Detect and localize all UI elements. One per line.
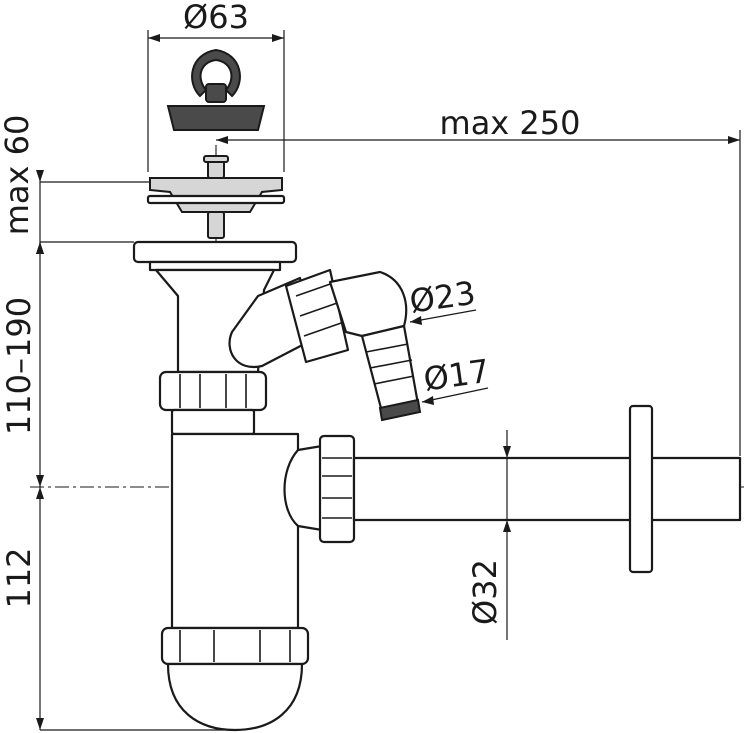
stopper-ring [191, 48, 241, 98]
bottom-nut [160, 626, 310, 666]
dim-inlet-diameter-label: Ø23 [407, 274, 478, 321]
side-inlet [228, 268, 422, 422]
dim-hose-diameter: Ø17 [421, 352, 492, 405]
upper-nut [158, 370, 268, 436]
bottom-bowl [160, 626, 310, 732]
stopper-plug [166, 48, 266, 131]
trap-bottle [170, 432, 300, 630]
outlet-pipe [318, 404, 742, 574]
strainer-assembly [146, 155, 286, 239]
dim-max-height: max 60 [0, 115, 150, 254]
dim-max-length: max 250 [216, 104, 741, 456]
trap-body [170, 432, 324, 630]
wall-rosette [628, 404, 654, 574]
outlet-pipe-tube [352, 456, 742, 522]
dim-bottom-height: 112 [0, 487, 232, 731]
dim-hose-diameter-label: Ø17 [421, 352, 492, 399]
dim-inlet-diameter: Ø23 [407, 274, 478, 325]
trap-side-neck [283, 444, 324, 532]
dim-height-range: 110–190 [0, 242, 44, 487]
dim-height-range-label: 110–190 [0, 297, 38, 435]
dim-bottom-height-label: 112 [0, 547, 38, 608]
dim-max-length-label: max 250 [440, 104, 581, 142]
outlet-nut [318, 434, 356, 544]
dim-top-diameter-label: Ø63 [183, 0, 249, 36]
dim-max-height-label: max 60 [0, 115, 36, 236]
dim-pipe-diameter: Ø32 [466, 430, 511, 640]
dim-top-diameter: Ø63 [147, 0, 285, 172]
outlet-flange [132, 240, 298, 264]
dim-pipe-diameter-label: Ø32 [466, 559, 504, 625]
hose-barb [360, 324, 420, 414]
bottom-cup [166, 662, 304, 732]
stopper-body [166, 105, 266, 131]
